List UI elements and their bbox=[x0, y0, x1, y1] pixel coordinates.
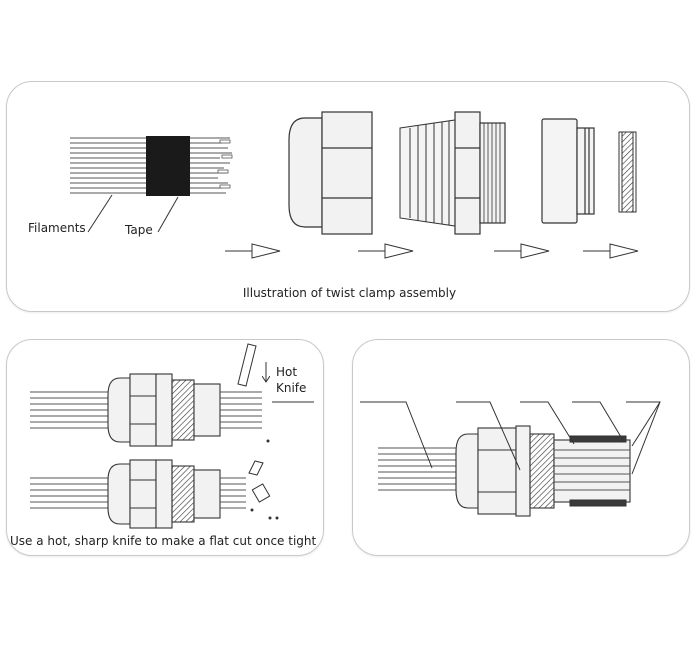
cap-nut bbox=[288, 111, 373, 235]
locknut-assembled bbox=[569, 435, 627, 507]
gland-body bbox=[454, 111, 506, 235]
filaments-label: Filaments bbox=[28, 221, 86, 235]
gland-lower bbox=[107, 459, 221, 529]
tape-leader bbox=[157, 196, 179, 233]
cable-upper bbox=[30, 391, 113, 429]
filament-tips bbox=[217, 139, 233, 189]
part-leaders bbox=[360, 401, 661, 475]
knife-label: Knife bbox=[276, 381, 307, 395]
bottom-left-caption: Use a hot, sharp knife to make a flat cu… bbox=[10, 534, 317, 548]
top-caption: Illustration of twist clamp assembly bbox=[242, 286, 457, 300]
seal-insert bbox=[399, 119, 456, 227]
knife-blade-lower bbox=[248, 460, 264, 476]
cable-lower bbox=[30, 477, 113, 509]
locknut bbox=[541, 118, 595, 224]
tape-band bbox=[146, 136, 190, 196]
assembly-arrows bbox=[225, 243, 639, 259]
knife-blade-upper bbox=[237, 343, 257, 387]
body-thread bbox=[483, 123, 501, 223]
inner-filaments-assembled bbox=[554, 449, 630, 491]
filaments-leader bbox=[87, 194, 113, 233]
o-ring bbox=[618, 131, 637, 213]
gland-assembled bbox=[455, 425, 631, 517]
protruding-filaments-upper bbox=[220, 391, 262, 429]
gland-upper bbox=[107, 373, 221, 447]
cut-debris bbox=[250, 483, 279, 520]
protruding-filaments-lower bbox=[220, 477, 246, 509]
hot-label: Hot bbox=[276, 365, 298, 379]
tape-label: Tape bbox=[125, 223, 153, 237]
